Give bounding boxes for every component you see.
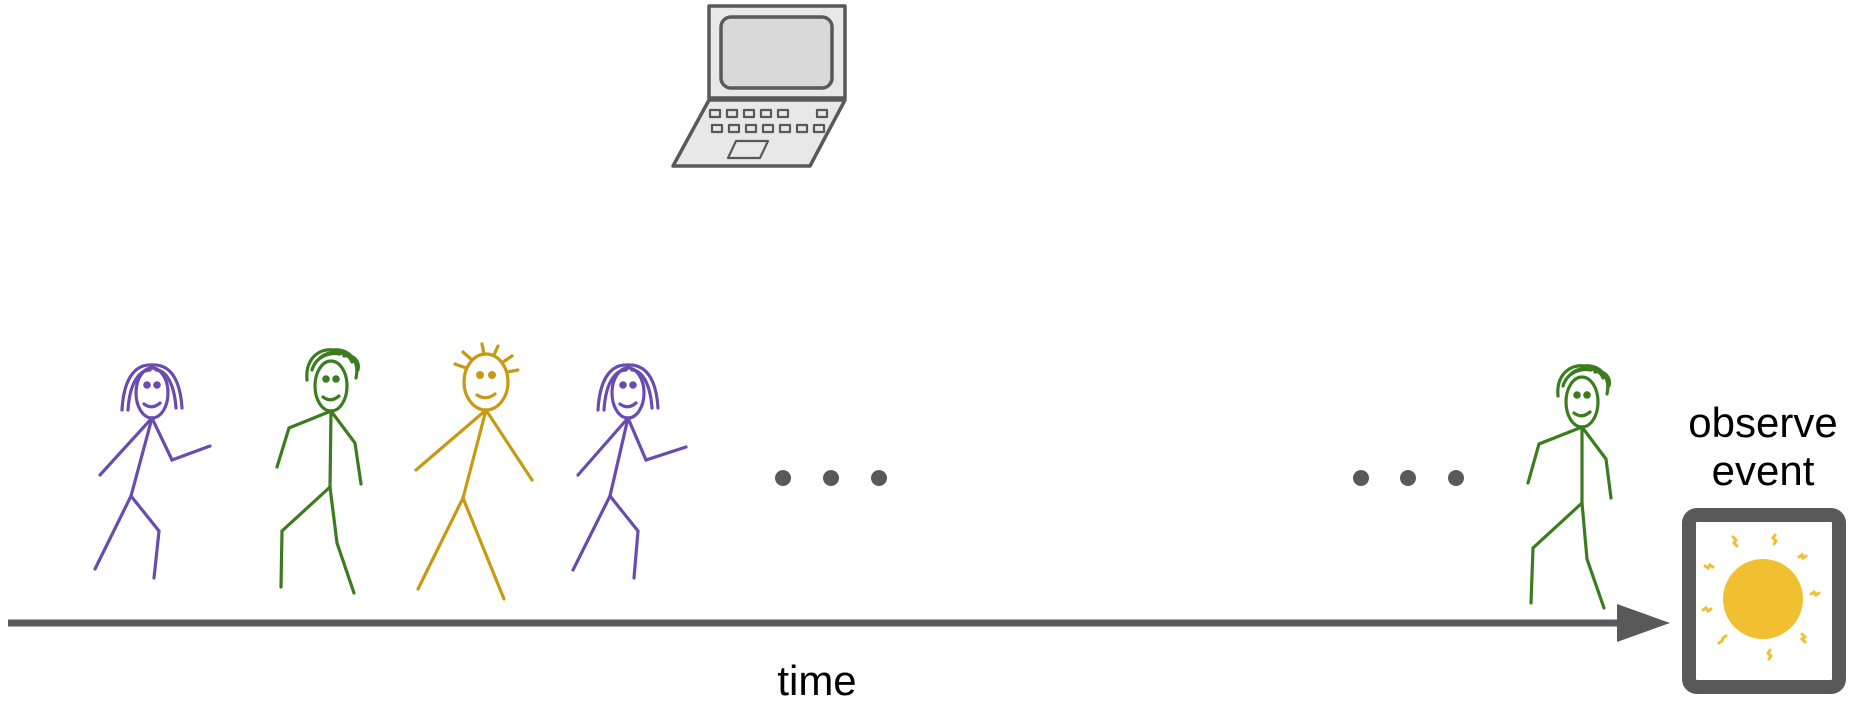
observe-label-line2: event	[1673, 446, 1853, 496]
observe-label-line1: observe	[1673, 398, 1853, 448]
stick-figure-purple-1	[95, 365, 210, 578]
stick-figure-green-2	[1528, 366, 1611, 608]
observe-event-box	[1689, 515, 1839, 687]
ellipsis-icon-1	[775, 470, 887, 486]
stick-figure-purple-2	[573, 365, 686, 578]
time-arrow	[8, 604, 1670, 642]
ellipsis-icon-2	[1353, 470, 1464, 486]
stick-figure-gold-1	[416, 344, 532, 599]
laptop-icon	[673, 6, 845, 166]
stick-figure-green-1	[277, 350, 361, 593]
